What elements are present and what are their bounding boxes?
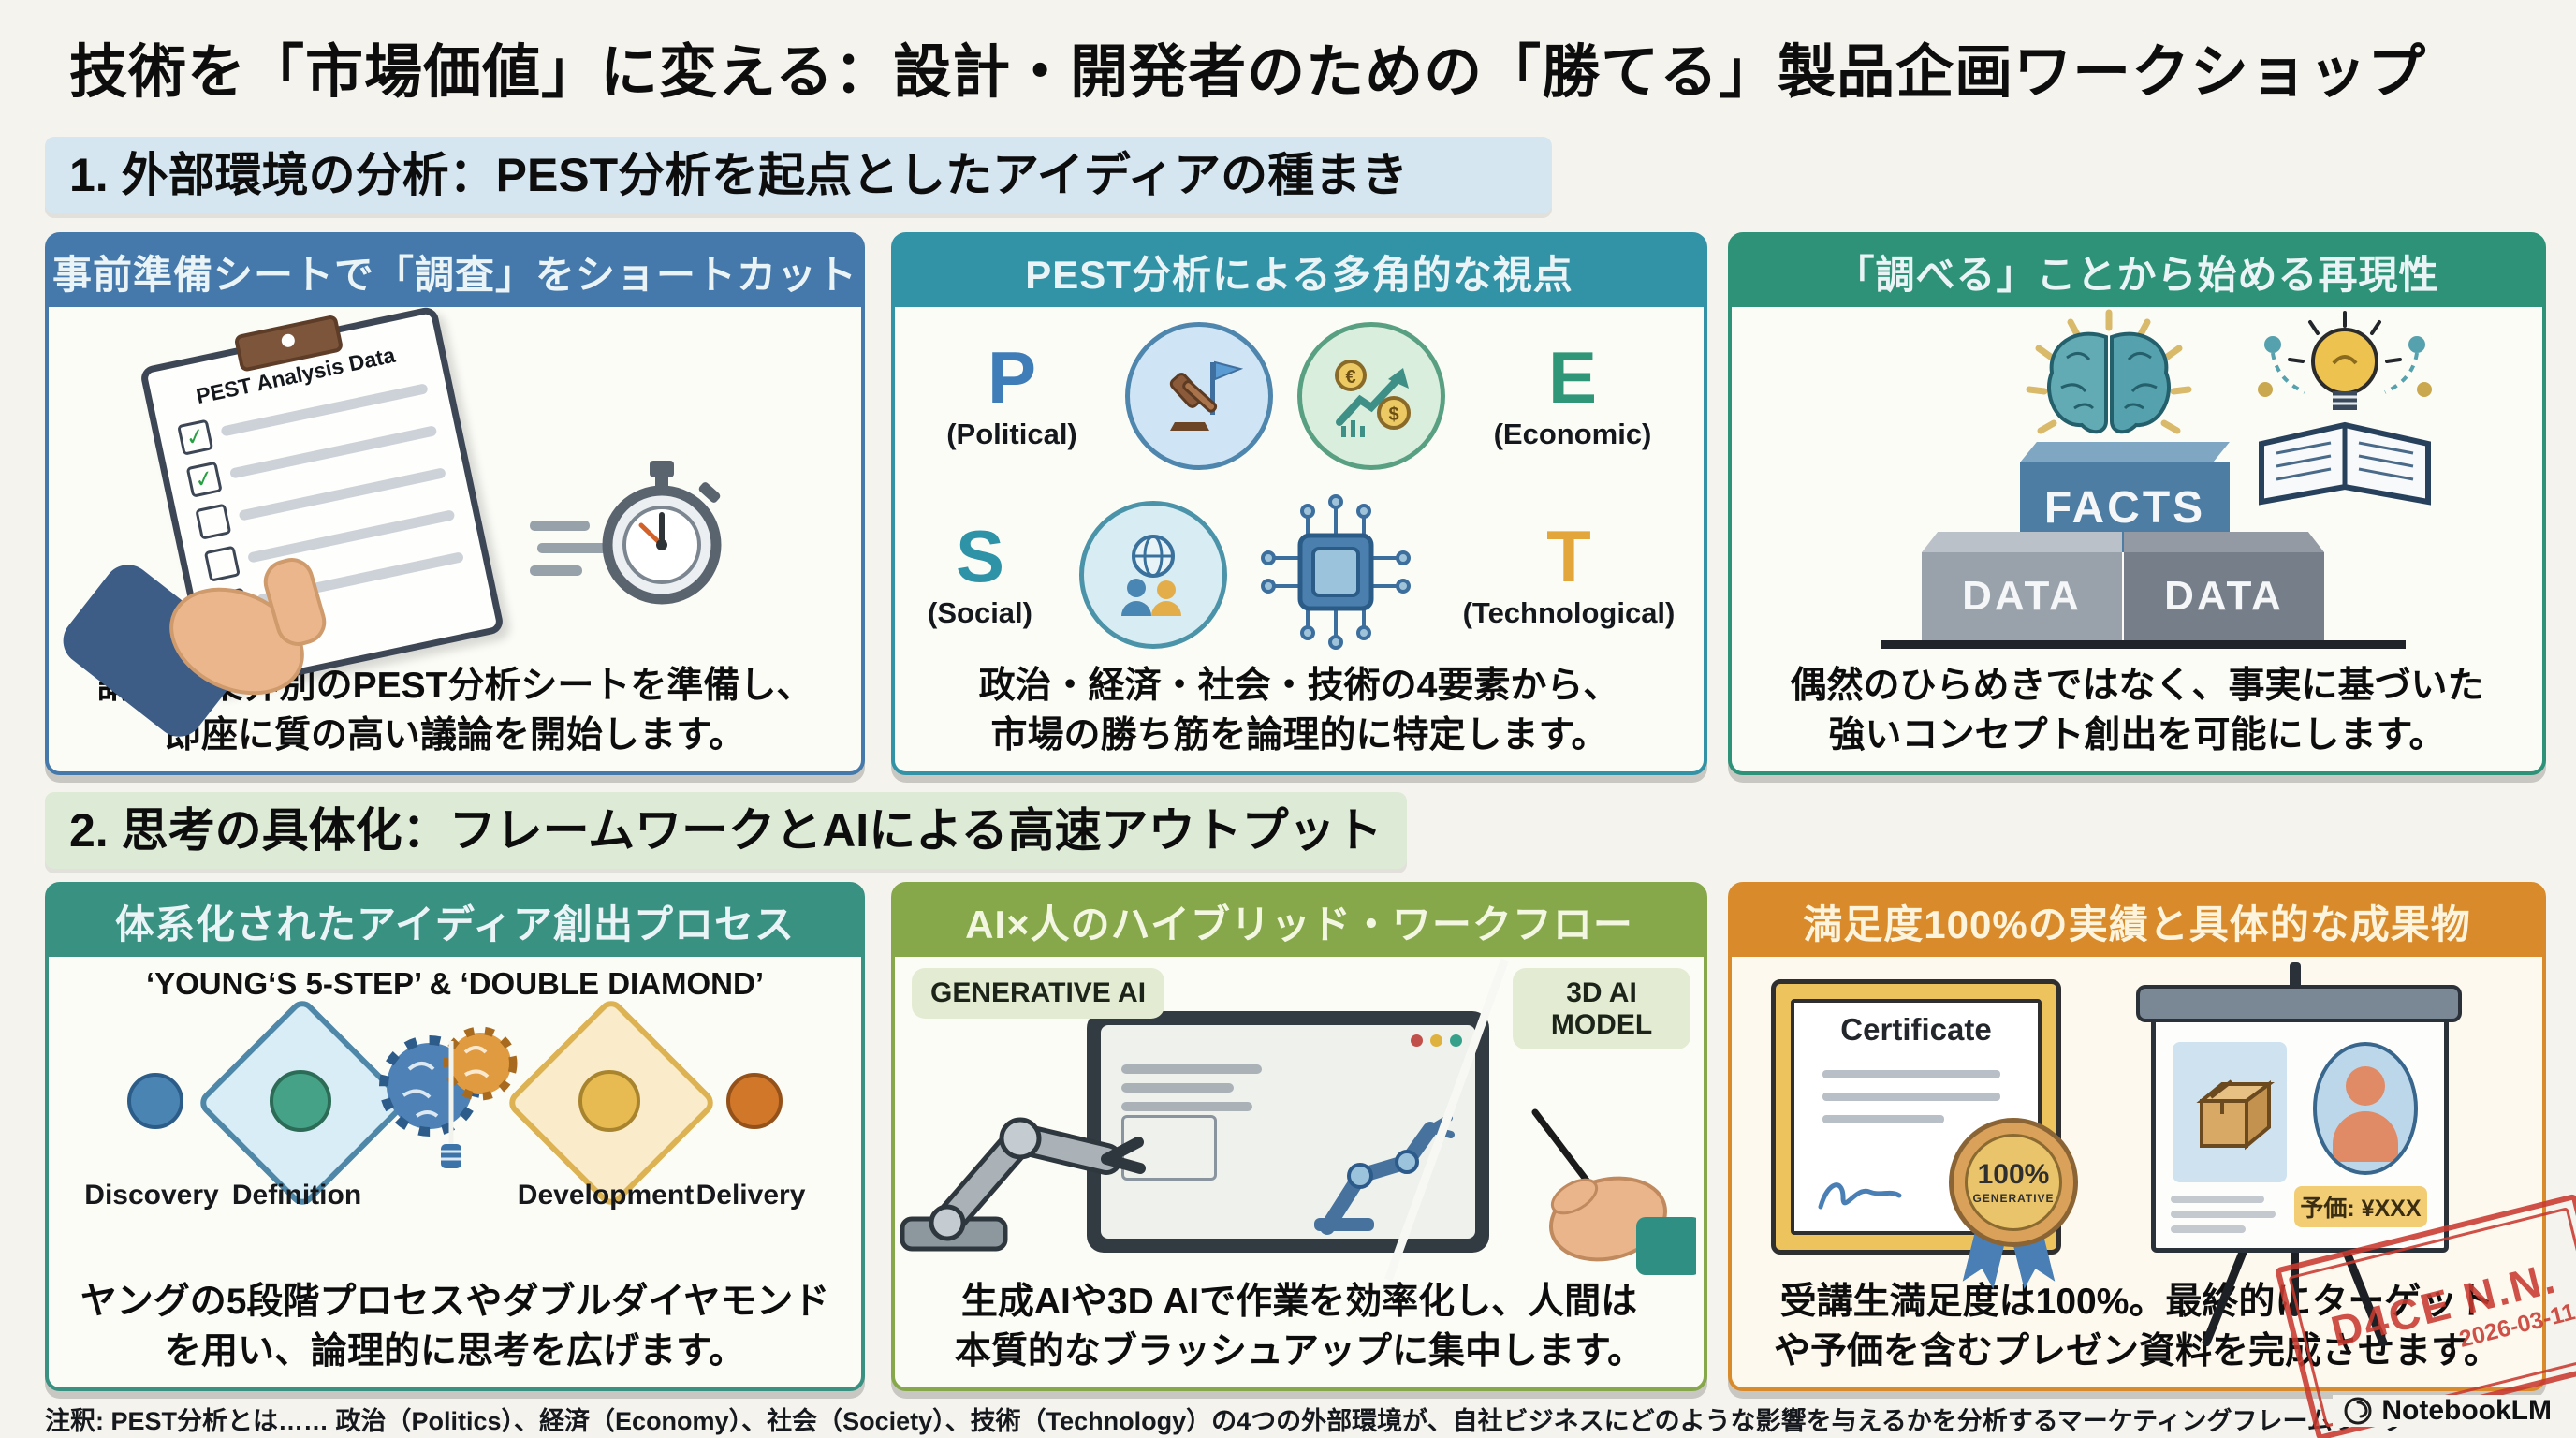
- pest-item-social: S (Social): [905, 520, 1055, 630]
- globe-people-icon: [1079, 500, 1227, 649]
- step-label-definition: Definition: [231, 1180, 362, 1211]
- checkbox-checked-icon: ✓: [177, 418, 214, 456]
- checkbox-icon: [203, 545, 241, 582]
- section-2-label: 2. 思考の具体化：フレームワークとAIによる高速アウトプット: [69, 804, 1383, 857]
- easel-leg: [2291, 1243, 2299, 1316]
- card-results-body: Certificate 100% GENERATIVE: [1732, 957, 2542, 1387]
- pest-letter-t: T: [1546, 514, 1591, 597]
- pest-row-2: S (Social): [895, 492, 1704, 656]
- easel-bar: [2136, 985, 2462, 1022]
- pest-label-technological: (Technological): [1462, 595, 1676, 629]
- card-pest-body: P (Political): [895, 307, 1704, 771]
- step-label-discovery: Discovery: [84, 1180, 219, 1211]
- card-pest-header: PEST分析による多角的な視点: [895, 236, 1704, 307]
- card-results-title: 満足度100%の実績と具体的な成果物: [1803, 902, 2471, 946]
- card-facts-title: 「調べる」ことから始める再現性: [1835, 252, 2439, 297]
- svg-text:€: €: [1345, 367, 1355, 388]
- pedestal-base: [1881, 640, 2406, 649]
- notebooklm-brand: NotebookLM: [2333, 1395, 2552, 1427]
- facts-block-top-face: [2020, 442, 2230, 462]
- step-label-delivery: Delivery: [695, 1180, 806, 1211]
- step-dot-definition: [270, 1070, 331, 1132]
- card-prep-body: PEST Analysis Data ✓ ✓: [49, 305, 861, 771]
- card-process-text: ヤングの5段階プロセスやダブルダイヤモンド を用い、論理的に思考を広げます。: [80, 1281, 830, 1372]
- card-process-header: 体系化されたアイディア創出プロセス: [49, 886, 861, 957]
- card-facts: 「調べる」ことから始める再現性: [1728, 232, 2546, 775]
- economic-growth-icon: € $: [1297, 322, 1445, 470]
- page-title: 技術を「市場価値」に変える：設計・開発者のための「勝てる」製品企画ワークショップ: [69, 40, 2427, 105]
- data-block-top-face: [2124, 532, 2324, 552]
- process-subtitle: ‘YOUNG‘S 5-STEP’ & ‘DOUBLE DIAMOND’: [145, 966, 765, 1001]
- footer-note: 注釈: PEST分析とは…… 政治（Politics）、経済（Economy）、…: [45, 1407, 2408, 1435]
- card-prep-header: 事前準備シートで「調査」をショートカット: [49, 236, 861, 307]
- card-results: 満足度100%の実績と具体的な成果物 Certificate 100%: [1728, 882, 2546, 1391]
- pest-letter-p: P: [987, 336, 1037, 418]
- avatar-icon: [2313, 1042, 2418, 1175]
- pest-letter-e: E: [1547, 336, 1598, 418]
- card-facts-body: FACTS DATA DATA 偶然のひらめきではなく、事実に基づいた 強いコン…: [1732, 307, 2542, 771]
- step-label-development: Development: [517, 1180, 695, 1211]
- card-prep-sheet: 事前準備シートで「調査」をショートカット PEST Analysis Data …: [45, 232, 865, 775]
- microchip-icon: [1251, 492, 1420, 656]
- brand-name: NotebookLM: [2381, 1395, 2552, 1426]
- card-hybrid-body: GENERATIVE AI 3D AI MODEL: [895, 957, 1704, 1387]
- generative-ai-label: GENERATIVE AI: [912, 968, 1165, 1019]
- step-dot-discovery: [127, 1073, 183, 1129]
- pest-row-1: P (Political): [895, 322, 1704, 470]
- section-1-band: 1. 外部環境の分析：PEST分析を起点としたアイディアの種まき: [45, 137, 1552, 213]
- badge-percent: 100%: [1977, 1158, 2050, 1190]
- brain-icon: [2026, 309, 2192, 434]
- card-hybrid: AI×人のハイブリッド・ワークフロー GENERATIVE AI 3D AI M…: [891, 882, 1707, 1391]
- browser-dots-icon: [1411, 1034, 1462, 1047]
- card-pest: PEST分析による多角的な視点 P (Political): [891, 232, 1707, 775]
- section-2-band: 2. 思考の具体化：フレームワークとAIによる高速アウトプット: [45, 792, 1407, 869]
- pest-label-economic: (Economic): [1493, 418, 1652, 450]
- card-hybrid-title: AI×人のハイブリッド・ワークフロー: [965, 902, 1633, 946]
- box-panel: [2173, 1042, 2287, 1182]
- checkbox-checked-icon: ✓: [185, 461, 223, 498]
- notebooklm-logo-icon: [2344, 1397, 2372, 1425]
- svg-text:$: $: [1388, 404, 1398, 425]
- data-block-right: DATA: [2124, 552, 2324, 640]
- card-process: 体系化されたアイディア創出プロセス ‘YOUNG‘S 5-STEP’ & ‘DO…: [45, 882, 865, 1391]
- badge-caption: GENERATIVE: [1972, 1191, 2055, 1205]
- pest-item-political: P (Political): [923, 341, 1101, 451]
- price-label: 予価: ¥XXX: [2294, 1186, 2427, 1227]
- robot-arm-sketch-icon: [1314, 1114, 1455, 1235]
- card-process-title: 体系化されたアイディア創出プロセス: [115, 902, 795, 946]
- data-block-left: DATA: [1922, 552, 2122, 640]
- section-1-label: 1. 外部環境の分析：PEST分析を起点としたアイディアの種まき: [69, 149, 1409, 201]
- easel-board-icon: 予価: ¥XXX: [2151, 1017, 2449, 1253]
- pest-item-technological: T (Technological): [1444, 520, 1693, 630]
- card-facts-header: 「調べる」ことから始める再現性: [1732, 236, 2542, 307]
- card-prep-title: 事前準備シートで「調査」をショートカット: [51, 252, 857, 297]
- card-hybrid-header: AI×人のハイブリッド・ワークフロー: [895, 886, 1704, 957]
- card-facts-text: 偶然のひらめきではなく、事実に基づいた 強いコンセプト創出を可能にします。: [1790, 665, 2484, 756]
- data-block-top-face: [1922, 532, 2122, 552]
- step-dot-development: [578, 1070, 640, 1132]
- card-hybrid-text: 生成AIや3D AIで作業を効率化し、人間は 本質的なブラッシュアップに集中しま…: [954, 1281, 1645, 1372]
- signature-icon: [1818, 1182, 1902, 1210]
- easel-knob: [2290, 962, 2301, 989]
- lightbulb-book-icon: [2258, 311, 2432, 506]
- robot-arm-icon: [900, 1117, 1146, 1252]
- pest-label-social: (Social): [928, 595, 1032, 629]
- rosette-badge-icon: 100% GENERATIVE: [1949, 1118, 2078, 1247]
- card-results-header: 満足度100%の実績と具体的な成果物: [1732, 886, 2542, 957]
- certificate-title: Certificate: [1840, 1012, 1992, 1047]
- stopwatch-icon: [530, 461, 722, 605]
- pest-item-economic: E (Economic): [1470, 341, 1676, 451]
- box-icon: [2196, 1079, 2275, 1151]
- 3d-ai-model-label: 3D AI MODEL: [1513, 968, 1690, 1050]
- hand-stylus-icon: [1531, 1108, 1696, 1275]
- checkbox-icon: [195, 503, 232, 540]
- pest-label-political: (Political): [946, 418, 1077, 450]
- card-pest-title: PEST分析による多角的な視点: [1025, 252, 1573, 297]
- step-dot-delivery: [726, 1073, 783, 1129]
- card-pest-text: 政治・経済・社会・技術の4要素から、 市場の勝ち筋を論理的に特定します。: [978, 665, 1620, 756]
- gear-brain-icon: [379, 1026, 518, 1168]
- pest-letter-s: S: [955, 514, 1005, 597]
- card-process-body: ‘YOUNG‘S 5-STEP’ & ‘DOUBLE DIAMOND’: [49, 957, 861, 1387]
- gavel-flag-icon: [1125, 322, 1273, 470]
